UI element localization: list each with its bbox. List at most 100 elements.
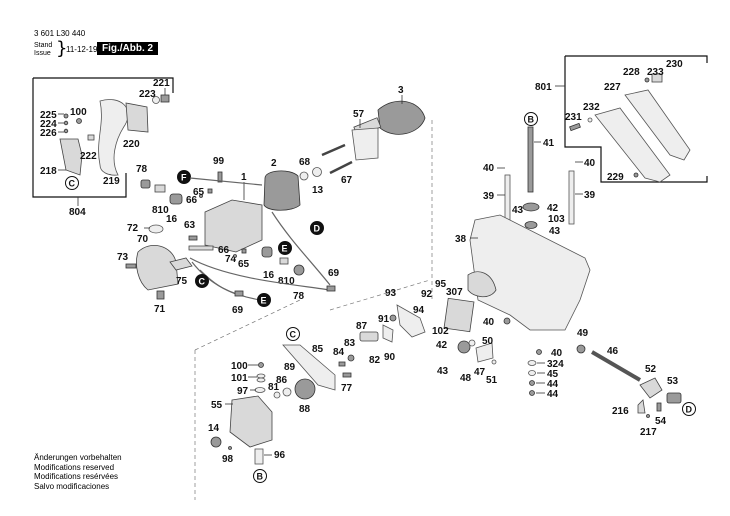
part-82-bolt bbox=[359, 331, 379, 342]
part-99-screw bbox=[217, 171, 223, 183]
label-50: 50 bbox=[482, 336, 494, 347]
label-225: 225 bbox=[40, 110, 57, 121]
ref-marker-c-804: C bbox=[65, 176, 79, 190]
label-66-top: 66 bbox=[186, 195, 198, 206]
part-54-screw bbox=[656, 402, 662, 412]
part-63 bbox=[188, 235, 198, 241]
label-16-top: 16 bbox=[166, 214, 178, 225]
label-100-bottom: 100 bbox=[231, 361, 248, 372]
label-74: 74 bbox=[225, 254, 237, 265]
part-217 bbox=[646, 414, 650, 418]
label-70: 70 bbox=[137, 234, 149, 245]
part-218-bracket bbox=[59, 138, 83, 176]
assembly-bracket-801-top bbox=[565, 55, 708, 63]
label-231: 231 bbox=[565, 112, 582, 123]
part-102-plate bbox=[443, 297, 475, 333]
part-44-nut-b bbox=[529, 390, 535, 396]
part-41-shaft bbox=[527, 126, 534, 193]
label-78-top: 78 bbox=[136, 164, 148, 175]
part-50-ring bbox=[468, 339, 476, 347]
label-227: 227 bbox=[604, 82, 621, 93]
label-16-bottom: 16 bbox=[263, 270, 275, 281]
label-100-top: 100 bbox=[70, 107, 87, 118]
stand-issue-label: Stand Issue bbox=[34, 42, 52, 58]
label-84: 84 bbox=[333, 347, 345, 358]
part-230-knob bbox=[651, 73, 663, 83]
label-57: 57 bbox=[353, 109, 365, 120]
part-16-brush-holder bbox=[169, 193, 183, 205]
part-97-ring bbox=[254, 387, 266, 393]
part-225 bbox=[63, 113, 69, 119]
ref-marker-e-top: E bbox=[278, 241, 292, 255]
label-93: 93 bbox=[385, 288, 397, 299]
ref-marker-d: D bbox=[310, 221, 324, 235]
label-42-bottom: 42 bbox=[436, 340, 448, 351]
part-69-terminal-a bbox=[326, 285, 336, 292]
part-38-frame bbox=[469, 214, 591, 331]
label-217: 217 bbox=[640, 427, 657, 438]
figure-badge: Fig./Abb. 2 bbox=[97, 42, 159, 55]
label-39-left: 39 bbox=[483, 191, 495, 202]
part-78-brush-cap-b bbox=[293, 264, 305, 276]
label-94: 94 bbox=[413, 305, 425, 316]
part-67-screw-a bbox=[321, 143, 346, 157]
label-801: 801 bbox=[535, 82, 552, 93]
label-52: 52 bbox=[645, 364, 657, 375]
label-51: 51 bbox=[486, 375, 498, 386]
label-219: 219 bbox=[103, 176, 120, 187]
part-40-clip-b bbox=[536, 349, 542, 355]
label-40-frame: 40 bbox=[483, 317, 495, 328]
part-75-clip bbox=[169, 257, 193, 271]
label-87: 87 bbox=[356, 321, 368, 332]
footnote-line-es: Salvo modificaciones bbox=[34, 481, 110, 491]
svg-text:C: C bbox=[69, 179, 76, 189]
label-53: 53 bbox=[667, 376, 679, 387]
label-82: 82 bbox=[369, 355, 381, 366]
part-45-washer bbox=[528, 370, 536, 376]
assembly-bracket-804-bottom bbox=[32, 78, 127, 198]
label-228: 228 bbox=[623, 67, 640, 78]
label-13: 13 bbox=[312, 185, 324, 196]
label-85: 85 bbox=[312, 344, 324, 355]
part-44-nut-a bbox=[529, 380, 535, 386]
part-69-terminal-b bbox=[234, 290, 244, 297]
issue-label: Issue bbox=[34, 50, 51, 57]
label-324: 324 bbox=[547, 359, 564, 370]
label-86: 86 bbox=[276, 375, 288, 386]
part-77-bolt bbox=[342, 372, 352, 378]
label-89: 89 bbox=[284, 362, 296, 373]
part-233 bbox=[644, 77, 650, 83]
label-810-top: 810 bbox=[152, 205, 169, 216]
label-47: 47 bbox=[474, 367, 486, 378]
part-2-stator bbox=[263, 170, 301, 211]
footnote-line-fr: Modifications resérvées bbox=[34, 472, 119, 481]
ref-marker-c-bottom: C bbox=[286, 327, 300, 341]
stand-label: Stand bbox=[34, 42, 53, 49]
label-43-top-right: 43 bbox=[549, 226, 561, 237]
part-70-fan-cover bbox=[136, 245, 179, 291]
part-16-brush-holder-b bbox=[261, 246, 273, 258]
svg-text:F: F bbox=[181, 173, 187, 183]
wire-c bbox=[199, 269, 237, 295]
label-14: 14 bbox=[208, 423, 220, 434]
part-98 bbox=[228, 446, 232, 450]
label-46: 46 bbox=[607, 346, 619, 357]
svg-text:D: D bbox=[686, 405, 693, 415]
label-43-top-left: 43 bbox=[512, 205, 524, 216]
part-65 bbox=[207, 188, 213, 194]
part-71-nut bbox=[156, 290, 165, 300]
footnote-line-de: Änderungen vorbehalten bbox=[34, 453, 122, 462]
part-68-bearing bbox=[299, 171, 309, 181]
part-number: 3 601 L30 440 bbox=[34, 29, 86, 38]
label-44-b: 44 bbox=[547, 389, 559, 400]
label-45: 45 bbox=[547, 369, 559, 380]
part-47-bracket bbox=[475, 342, 494, 363]
label-67: 67 bbox=[341, 175, 353, 186]
part-221-screw bbox=[160, 94, 170, 103]
wire-d bbox=[271, 211, 331, 286]
svg-text:E: E bbox=[261, 296, 267, 306]
part-100-nut-b bbox=[258, 362, 264, 368]
label-81: 81 bbox=[268, 382, 280, 393]
label-101: 101 bbox=[231, 373, 248, 384]
label-810-bottom: 810 bbox=[278, 276, 295, 287]
